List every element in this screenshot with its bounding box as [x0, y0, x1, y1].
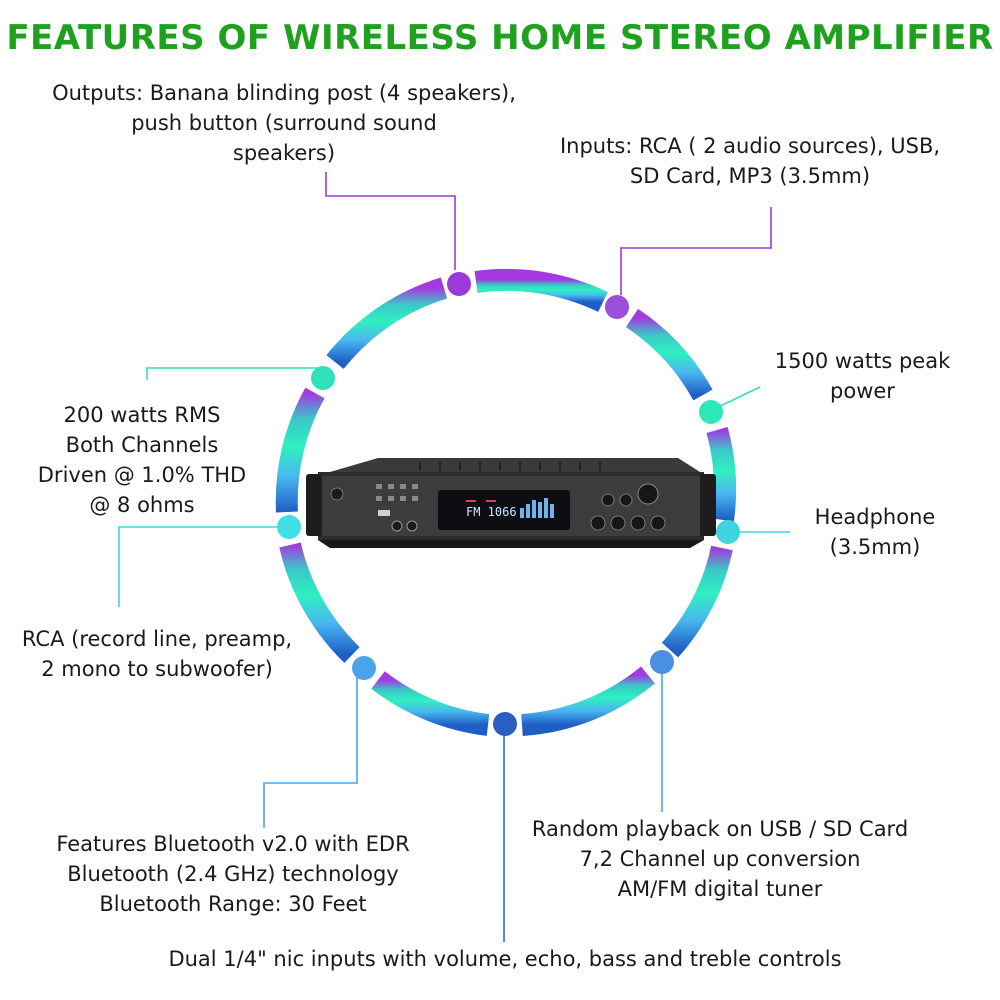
- amp-display-text: FM 1066: [466, 505, 517, 519]
- feature-outputs: Outputs: Banana blinding post (4 speaker…: [52, 81, 516, 165]
- ring-segments: [275, 268, 737, 736]
- dot-playback: [650, 650, 674, 674]
- feature-inputs: Inputs: RCA ( 2 audio sources), USB, SD …: [559, 134, 941, 188]
- feature-playback: Random playback on USB / SD Card 7,2 Cha…: [531, 817, 909, 901]
- feature-peak-power: 1500 watts peak power: [774, 349, 951, 403]
- feature-headphone: Headphone (3.5mm): [814, 505, 936, 559]
- feature-rca: RCA (record line, preamp, 2 mono to subw…: [21, 627, 293, 681]
- dot-rms: [311, 366, 335, 390]
- dot-outputs: [447, 272, 471, 296]
- page-title: FEATURES OF WIRELESS HOME STEREO AMPLIFI…: [6, 18, 994, 58]
- feature-rms: 200 watts RMS Both Channels Driven @ 1.0…: [37, 403, 247, 517]
- feature-mic: Dual 1/4" nic inputs with volume, echo, …: [168, 947, 842, 971]
- dot-rca: [277, 515, 301, 539]
- connector-lines: [118, 172, 790, 942]
- dot-headphone: [716, 520, 740, 544]
- dot-inputs: [605, 295, 629, 319]
- dot-bluetooth: [352, 656, 376, 680]
- dot-peak-power: [699, 400, 723, 424]
- feature-bluetooth: Features Bluetooth v2.0 with EDR Bluetoo…: [56, 832, 410, 916]
- feature-dots: [277, 272, 740, 736]
- dot-mic: [493, 712, 517, 736]
